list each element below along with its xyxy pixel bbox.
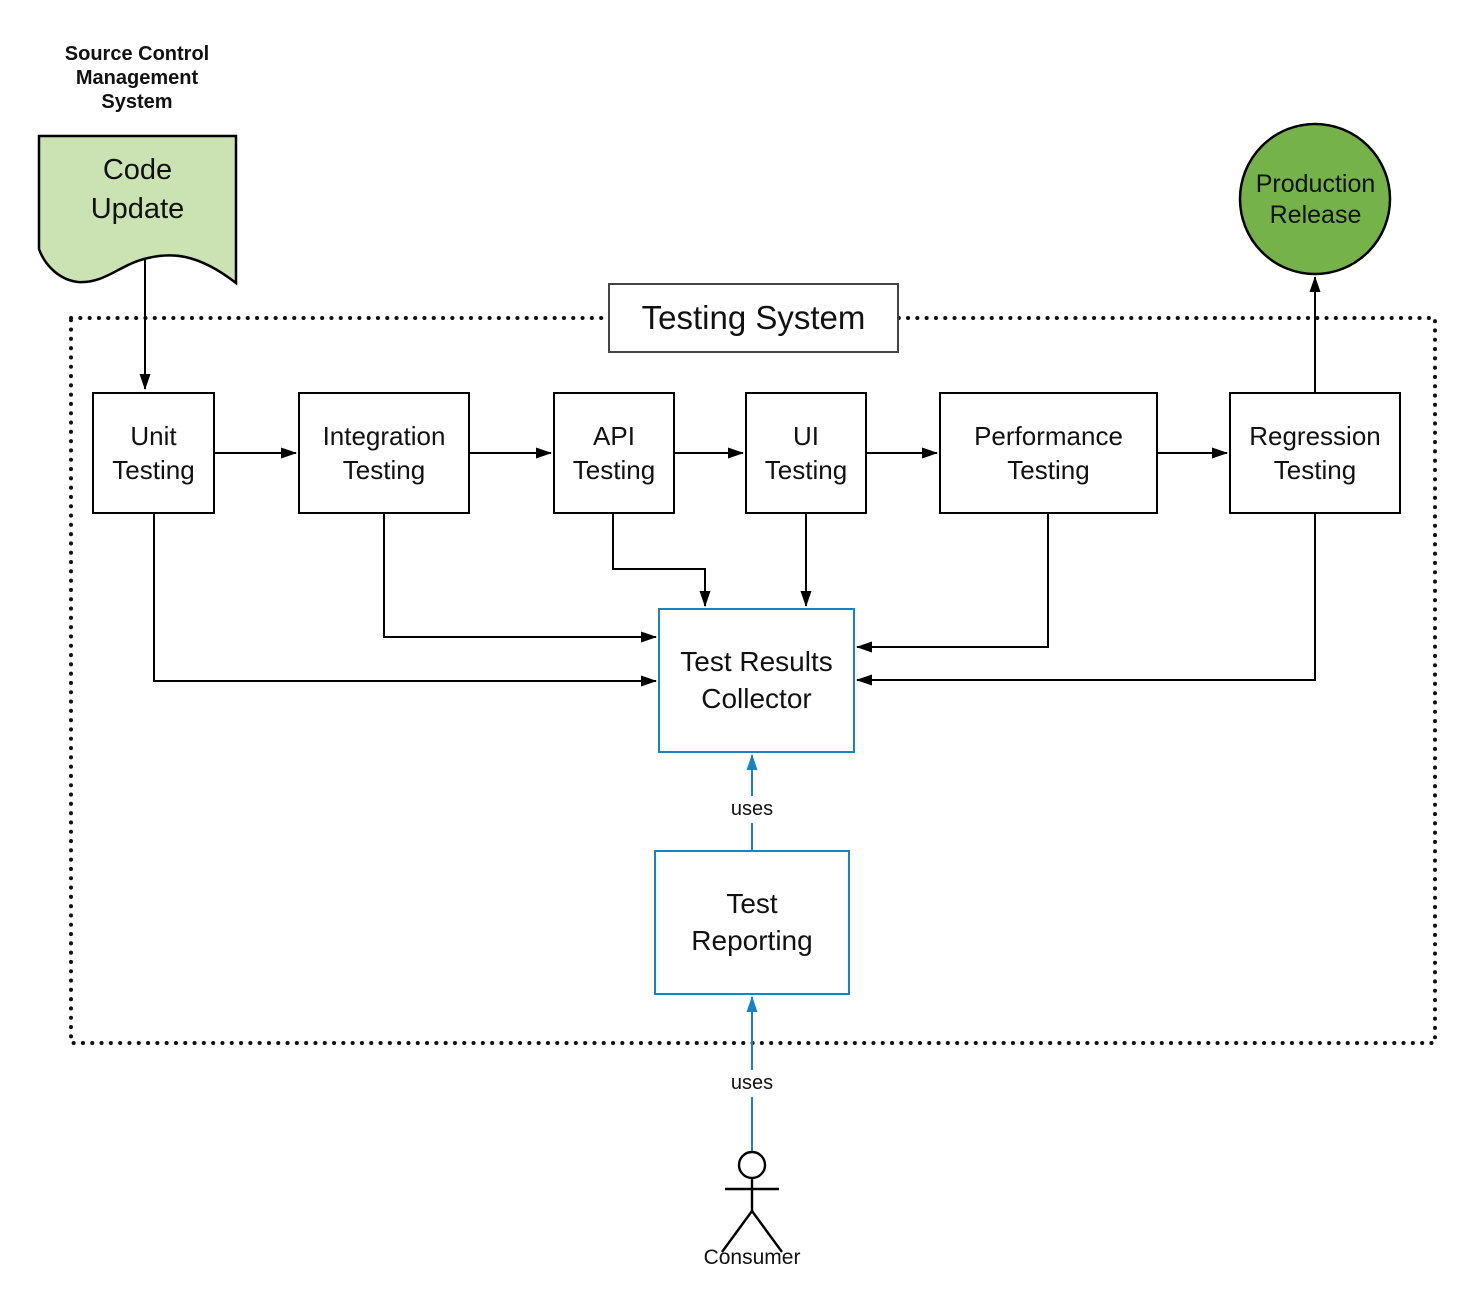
code-update-label: Code Update bbox=[90, 154, 185, 225]
api-testing-label: API Testing bbox=[572, 420, 656, 485]
uses-label-consumer: uses bbox=[720, 1070, 784, 1097]
connector-regression-to-collector bbox=[856, 514, 1316, 686]
connector-api-to-collector bbox=[612, 514, 711, 607]
connector-unit-to-collector bbox=[153, 514, 657, 687]
node-test-reporting: Test Reporting bbox=[654, 850, 850, 995]
testing-system-title-box: Testing System bbox=[608, 283, 899, 353]
node-integration-testing: Integration Testing bbox=[298, 392, 470, 514]
testing-system-label: Testing System bbox=[641, 299, 866, 337]
node-regression-testing: Regression Testing bbox=[1229, 392, 1401, 514]
integration-testing-label: Integration Testing bbox=[322, 420, 446, 485]
node-test-results-collector: Test Results Collector bbox=[658, 608, 855, 753]
test-results-collector-label: Test Results Collector bbox=[680, 645, 833, 714]
uses-label-reporting: uses bbox=[720, 796, 784, 823]
node-api-testing: API Testing bbox=[553, 392, 675, 514]
node-unit-testing: Unit Testing bbox=[92, 392, 215, 514]
source-control-system-label: Source Control Management System bbox=[64, 43, 210, 113]
regression-testing-label: Regression Testing bbox=[1249, 420, 1381, 485]
unit-testing-label: Unit Testing bbox=[112, 420, 195, 485]
connector-integration-to-collector bbox=[383, 514, 657, 643]
production-release-node: Production Release bbox=[1240, 162, 1391, 238]
ui-testing-label: UI Testing bbox=[764, 420, 848, 485]
node-ui-testing: UI Testing bbox=[745, 392, 867, 514]
test-reporting-label: Test Reporting bbox=[691, 887, 813, 956]
consumer-label: Consumer bbox=[703, 1246, 801, 1269]
connector-performance-to-collector bbox=[856, 514, 1049, 653]
production-release-label: Production Release bbox=[1255, 169, 1376, 229]
production-release-circle bbox=[1238, 122, 1392, 276]
code-update-node: Code Update bbox=[39, 144, 236, 236]
code-update-document-shape bbox=[37, 134, 238, 286]
consumer-actor-icon bbox=[721, 1150, 783, 1253]
performance-testing-label: Performance Testing bbox=[974, 420, 1123, 485]
node-performance-testing: Performance Testing bbox=[939, 392, 1158, 514]
